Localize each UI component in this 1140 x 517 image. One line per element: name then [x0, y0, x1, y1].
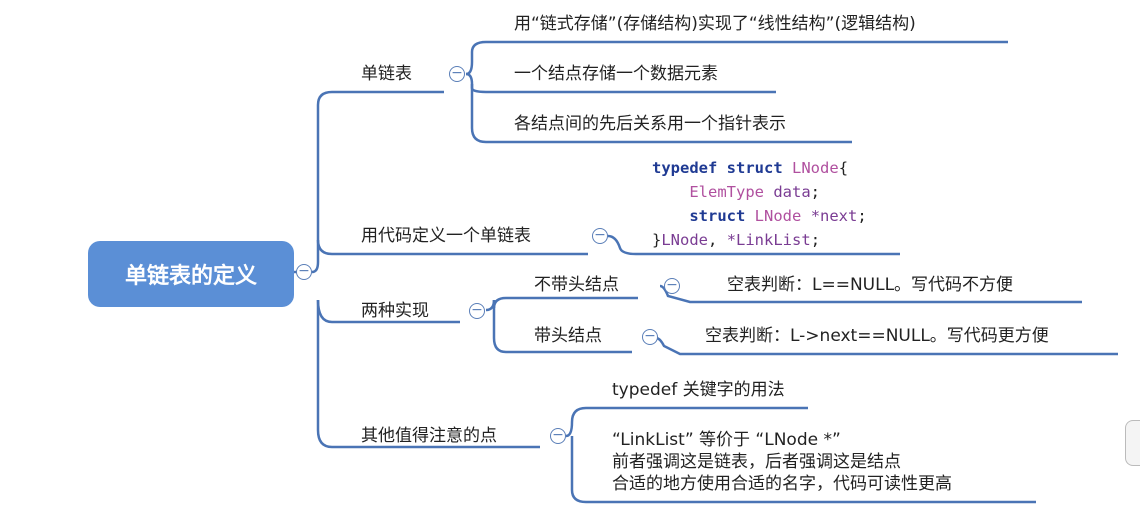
notes-item-typedef[interactable]: typedef 关键字的用法: [612, 380, 785, 400]
code-kw-struct: struct: [726, 159, 783, 177]
two-impl-collapse-icon[interactable]: −: [469, 303, 485, 319]
single-list-item-3[interactable]: 各结点间的先后关系用一个指针表示: [514, 114, 786, 134]
with-head-collapse-icon[interactable]: −: [642, 329, 658, 345]
code-alias-linklist: *LinkList: [726, 231, 811, 249]
code-struct-name: LNode: [792, 159, 839, 177]
single-list-item-2[interactable]: 一个结点存储一个数据元素: [514, 64, 718, 84]
code-semicolon-2: ;: [857, 207, 867, 225]
branch-other-notes[interactable]: 其他值得注意的点: [361, 426, 497, 446]
code-close-brace: }: [652, 231, 662, 249]
no-head-empty-check[interactable]: 空表判断：L==NULL。写代码不方便: [727, 275, 1014, 295]
notes-item-equivalence[interactable]: “LinkList” 等价于 “LNode *”: [612, 430, 841, 450]
code-comma: ,: [708, 231, 727, 249]
single-list-collapse-icon[interactable]: −: [449, 66, 465, 82]
notes-collapse-icon[interactable]: −: [550, 428, 566, 444]
code-semicolon-3: ;: [810, 231, 821, 249]
code-alias-lnode: LNode: [661, 231, 709, 249]
code-kw-struct-2: struct: [689, 207, 746, 225]
with-head-empty-check[interactable]: 空表判断：L->next==NULL。写代码更方便: [705, 326, 1049, 346]
no-head-collapse-icon[interactable]: −: [664, 278, 680, 294]
impl-with-head-node[interactable]: 带头结点: [534, 326, 602, 346]
code-lnode-type: LNode: [754, 207, 802, 225]
root-label: 单链表的定义: [124, 264, 257, 289]
code-field-next: *next: [810, 207, 858, 225]
impl-no-head-node[interactable]: 不带头结点: [534, 275, 619, 295]
code-definition-collapse-icon[interactable]: −: [592, 228, 608, 244]
side-panel-handle[interactable]: [1125, 420, 1140, 466]
code-kw-typedef: typedef: [652, 159, 718, 177]
single-list-item-1[interactable]: 用“链式存储”(存储结构)实现了“线性结构”(逻辑结构): [514, 14, 916, 34]
notes-item-naming[interactable]: 合适的地方使用合适的名字，代码可读性更高: [612, 474, 952, 494]
branch-two-implementations[interactable]: 两种实现: [361, 301, 429, 321]
branch-code-definition[interactable]: 用代码定义一个单链表: [361, 226, 531, 246]
code-field-data: data: [773, 183, 811, 201]
code-semicolon-1: ;: [810, 183, 820, 201]
root-node[interactable]: 单链表的定义: [88, 241, 294, 307]
code-open-brace: {: [838, 159, 849, 177]
code-elemtype: ElemType: [689, 183, 764, 201]
notes-item-emphasis[interactable]: 前者强调这是链表，后者强调这是结点: [612, 452, 901, 472]
branch-single-list[interactable]: 单链表: [361, 64, 412, 84]
code-block[interactable]: typedef struct LNode{ ElemType data; str…: [652, 156, 867, 252]
root-collapse-icon[interactable]: −: [296, 264, 312, 280]
